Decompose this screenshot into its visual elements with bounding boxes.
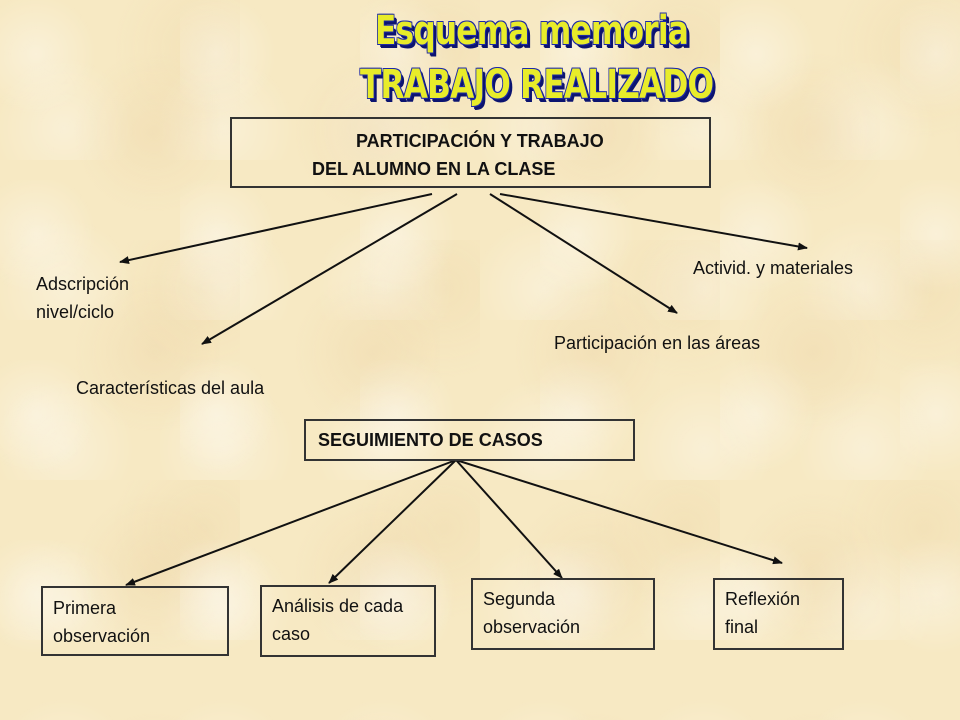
title-line-1: Esquema memoria — [375, 8, 689, 54]
label-actividades: Activid. y materiales — [693, 258, 854, 278]
box-reflexion-label: Reflexión final — [725, 589, 801, 637]
box-reflexion: Reflexión final — [713, 578, 844, 650]
top-box-line-2: DEL ALUMNO EN LA CLASE — [312, 159, 556, 179]
middle-box: SEGUIMIENTO DE CASOS — [304, 419, 635, 461]
box-primera: Primera observación — [41, 586, 229, 656]
box-segunda-label: Segunda observación — [483, 589, 581, 637]
label-caracteristicas: Características del aula — [76, 378, 265, 398]
top-box: PARTICIPACIÓN Y TRABAJO DEL ALUMNO EN LA… — [230, 117, 711, 188]
arrow-to-caracteristicas — [201, 193, 458, 345]
box-analisis-label: Análisis de cada caso — [272, 596, 404, 644]
arrow-to-reflexion — [455, 459, 783, 565]
label-participacion: Participación en las áreas — [554, 333, 761, 353]
arrow-to-segunda — [455, 459, 563, 579]
middle-box-label: SEGUIMIENTO DE CASOS — [318, 430, 543, 450]
box-primera-label: Primera observación — [53, 598, 151, 646]
arrow-to-adscripcion — [119, 193, 433, 264]
title-line-2: TRABAJO REALIZADO — [360, 62, 714, 108]
arrow-to-actividades — [499, 193, 808, 251]
arrow-to-primera — [125, 459, 457, 586]
label-adscripcion: Adscripción nivel/ciclo — [36, 274, 130, 322]
box-analisis: Análisis de cada caso — [260, 585, 436, 657]
top-box-line-1: PARTICIPACIÓN Y TRABAJO — [356, 131, 604, 151]
box-segunda: Segunda observación — [471, 578, 655, 650]
arrow-to-analisis — [328, 459, 457, 584]
arrow-to-participacion — [489, 193, 678, 314]
